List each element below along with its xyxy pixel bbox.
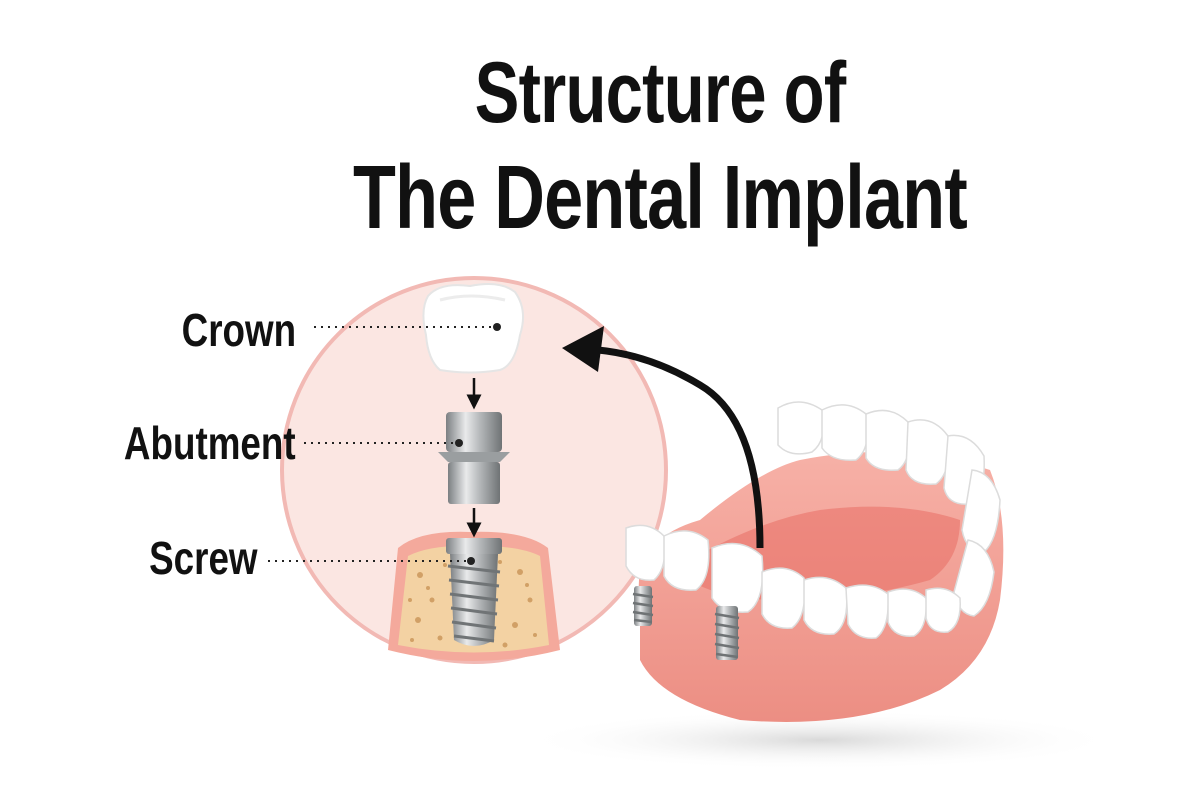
- screw-label: Screw: [150, 533, 258, 583]
- title-line-1: Structure of: [192, 48, 1128, 138]
- crown-illustration: [423, 284, 523, 373]
- abutment-label: Abutment: [124, 418, 296, 468]
- title-line-2: The Dental Implant: [192, 150, 1128, 246]
- jaw-model: [626, 402, 1003, 722]
- screw-illustration: [446, 538, 502, 646]
- abutment-illustration: [438, 412, 510, 504]
- crown-label: Crown: [182, 305, 296, 355]
